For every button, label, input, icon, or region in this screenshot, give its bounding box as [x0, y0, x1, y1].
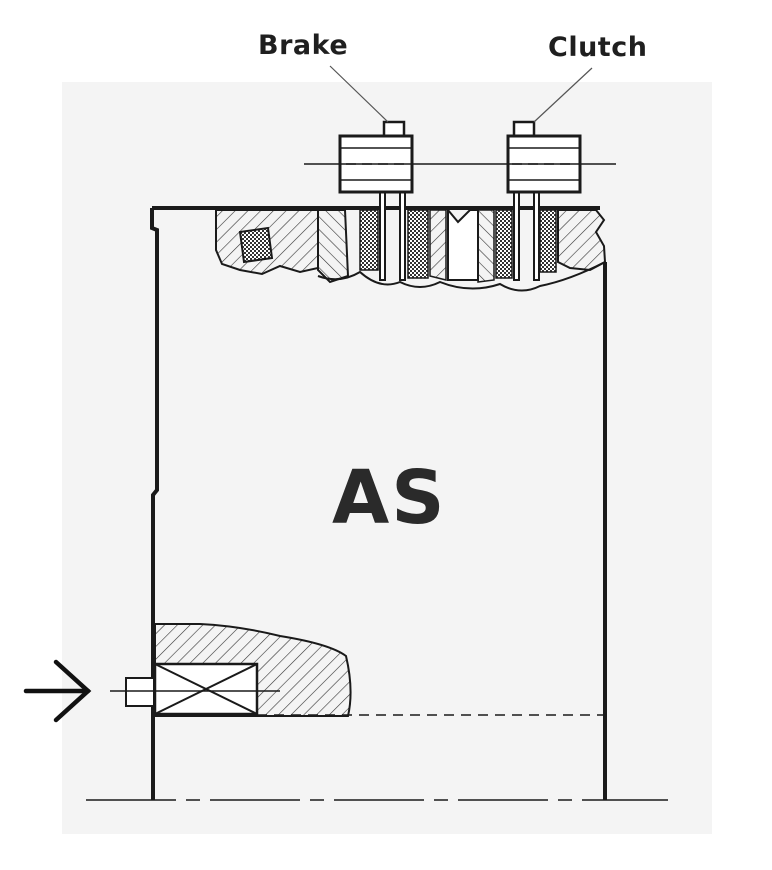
brake-component	[338, 120, 414, 194]
clutch-label: Clutch	[548, 32, 648, 63]
clutch-component	[506, 120, 582, 194]
dashed-guide-lines	[86, 714, 668, 801]
label-leaders	[329, 65, 593, 123]
right-arrow-icon	[23, 659, 92, 723]
top-cutaway-section	[215, 191, 607, 292]
brake-label: Brake	[258, 30, 349, 61]
center-label: AS	[332, 455, 447, 541]
bottom-cutaway-section	[110, 623, 352, 717]
housing-outline	[150, 206, 607, 800]
